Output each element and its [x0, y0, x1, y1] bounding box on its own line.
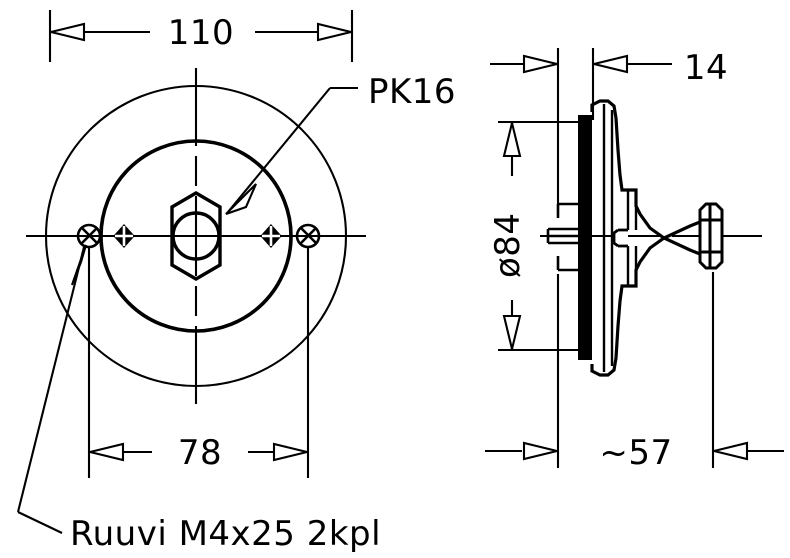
mounting-hole-right: [295, 223, 321, 249]
dimension-14-label: 14: [684, 48, 728, 88]
dimension-57-label: ~57: [599, 433, 672, 473]
callout-screw-shelf: [17, 511, 63, 534]
arrow-57-left: [522, 441, 558, 461]
center-bore-circle: [171, 211, 221, 261]
dimension-110-label: 110: [168, 13, 234, 53]
callout-pk16-leader: [227, 87, 331, 213]
center-boss: [612, 228, 628, 248]
arrow-78-right: [272, 442, 308, 462]
arrow-14-inner-left: [522, 54, 558, 74]
cone-profile-lower: [590, 220, 701, 377]
arrow-110-left: [50, 22, 86, 42]
arrow-110-right: [316, 22, 352, 42]
dimension-dia84: [498, 120, 580, 352]
callout-screw-arrow: [71, 244, 88, 286]
arrow-84-bottom: [502, 314, 522, 350]
basket-rim-solid: [578, 115, 592, 360]
front-view: [26, 68, 366, 404]
cone-detail-right: [260, 224, 282, 248]
rear-pole-nut: [698, 202, 724, 270]
callout-screw-note: [16, 244, 88, 534]
cone-inner-lines: [602, 104, 638, 372]
screw-note-label: Ruuvi M4x25 2kpl: [70, 514, 381, 554]
cone-detail-left: [113, 224, 135, 248]
dimension-78-label: 78: [178, 433, 222, 473]
arrow-14-inner-right: [593, 54, 629, 74]
callout-pk16-arrow: [225, 183, 257, 215]
arrow-57-right: [713, 441, 749, 461]
dimension-78: [87, 247, 310, 478]
side-view: [540, 99, 762, 377]
dimension-14: [490, 48, 672, 210]
dimension-110: [48, 10, 354, 62]
dimension-dia84-label: ø84: [488, 212, 528, 278]
center-hex-nut: [170, 191, 222, 281]
arrow-78-left: [89, 442, 125, 462]
callout-pk16-label: PK16: [368, 72, 456, 112]
dimension-57: [485, 272, 784, 468]
arrow-84-top: [502, 122, 522, 158]
callout-pk16: [225, 86, 358, 215]
callout-screw-leader: [16, 246, 86, 513]
cone-profile-upper: [590, 99, 701, 256]
